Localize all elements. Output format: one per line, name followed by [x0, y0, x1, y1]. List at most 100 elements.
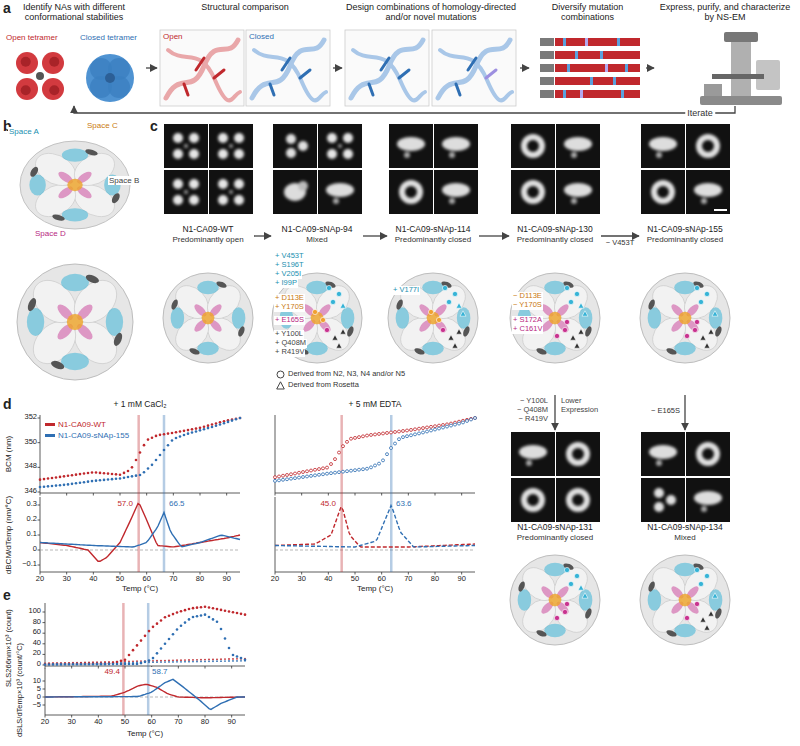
figure-label: 100	[28, 607, 41, 616]
node-text-block: N1-CA09-sNAp-155Predominantly closed	[639, 225, 731, 244]
x-tick	[146, 493, 147, 496]
lobe	[173, 179, 183, 189]
node-title: N1-CA09-sNAp-114	[387, 225, 479, 235]
class-average-bg	[686, 170, 730, 214]
data-point	[192, 661, 194, 663]
node-title: N1-CA09-sNAp-134	[639, 523, 731, 533]
class-average	[649, 137, 677, 158]
space-a-region	[544, 342, 566, 356]
node-text-block: Design combinations of homology-directed…	[342, 2, 520, 23]
data-point	[156, 661, 158, 663]
closed-tetramer	[86, 54, 134, 102]
figure-label: 348	[24, 462, 37, 471]
data-point	[148, 659, 151, 662]
figure-label: 40	[33, 639, 41, 648]
data-point	[208, 659, 210, 661]
node-title: N1-CA09-sNAp-155	[639, 225, 731, 235]
x-tick	[381, 493, 382, 496]
data-point	[426, 430, 429, 433]
data-point	[47, 477, 50, 480]
data-point	[422, 431, 425, 434]
x-axis	[40, 572, 240, 573]
class-average	[654, 183, 672, 201]
figure-label: 80	[33, 618, 41, 627]
mutation-mark	[684, 615, 689, 620]
data-point	[227, 421, 230, 424]
data-point	[131, 466, 134, 469]
data-point	[139, 451, 142, 454]
figure-label: + C161V	[512, 325, 543, 334]
data-point	[72, 663, 75, 666]
class-average-bg	[389, 124, 433, 168]
data-point	[160, 647, 163, 650]
mutation-mark	[700, 617, 706, 622]
legend-entry: Derived from N2, N3, N4 and/or N5	[276, 370, 405, 379]
figure-label: 40	[89, 575, 97, 584]
workflow-step: Design combinations of homology-directed…	[342, 2, 520, 106]
data-point	[104, 662, 107, 665]
transition-marker	[340, 415, 343, 572]
lobe	[189, 133, 199, 143]
data-point	[334, 471, 337, 474]
enzyme-body	[510, 555, 600, 645]
figure-label: 50	[116, 575, 124, 584]
stalk	[526, 460, 532, 466]
figure-label: 66.5	[168, 499, 186, 508]
data-point	[278, 479, 281, 482]
data-point	[200, 659, 202, 661]
space-b-region	[50, 359, 66, 371]
side-chain	[214, 70, 224, 78]
data-point	[236, 655, 239, 658]
class-average	[173, 133, 199, 159]
y-tick	[43, 697, 46, 698]
data-point	[438, 427, 441, 430]
data-point	[466, 419, 469, 422]
ring	[569, 491, 587, 509]
space-a-region	[518, 589, 532, 611]
microscope-base	[700, 96, 782, 105]
class-average	[569, 445, 587, 463]
data-point	[75, 482, 78, 485]
panel-letter: c	[150, 118, 158, 134]
data-point	[151, 464, 154, 467]
space-a-region	[61, 274, 89, 291]
mutation-mark	[708, 611, 714, 616]
data-point	[164, 643, 167, 646]
figure-label: 20	[271, 575, 279, 584]
flow-arrow	[601, 235, 639, 236]
data-point	[188, 661, 190, 663]
data-point	[88, 663, 91, 666]
protein-ribbon	[254, 50, 326, 100]
mutation-mark	[340, 329, 346, 334]
space-a-region	[171, 307, 185, 329]
class-average-bg	[511, 124, 555, 168]
data-point	[176, 611, 179, 614]
protein-ribbon	[438, 40, 510, 98]
sequence-tag	[540, 51, 554, 59]
class-average-bg	[556, 478, 600, 522]
data-point	[155, 435, 158, 438]
data-point	[127, 476, 130, 479]
figure-label: 350	[24, 438, 37, 447]
side-chain	[486, 70, 496, 78]
data-point	[414, 428, 417, 431]
structure-panel	[345, 30, 429, 106]
data-point	[232, 654, 235, 657]
space-b-region	[413, 347, 425, 356]
sequence-tag	[540, 77, 554, 85]
mutation-mark	[582, 311, 588, 316]
x-tick	[461, 493, 462, 496]
class-average-bg	[556, 432, 600, 476]
data-point	[187, 432, 190, 435]
class-average-bg	[164, 124, 208, 168]
figure-label: + D113E	[274, 294, 305, 303]
data-point	[228, 660, 230, 662]
class-average	[442, 137, 470, 158]
figure-label: 80	[196, 575, 204, 584]
data-point	[244, 613, 247, 616]
data-point	[175, 437, 178, 440]
data-point	[107, 478, 110, 481]
data-point	[298, 471, 301, 474]
data-point	[200, 661, 202, 663]
data-point	[51, 485, 54, 488]
